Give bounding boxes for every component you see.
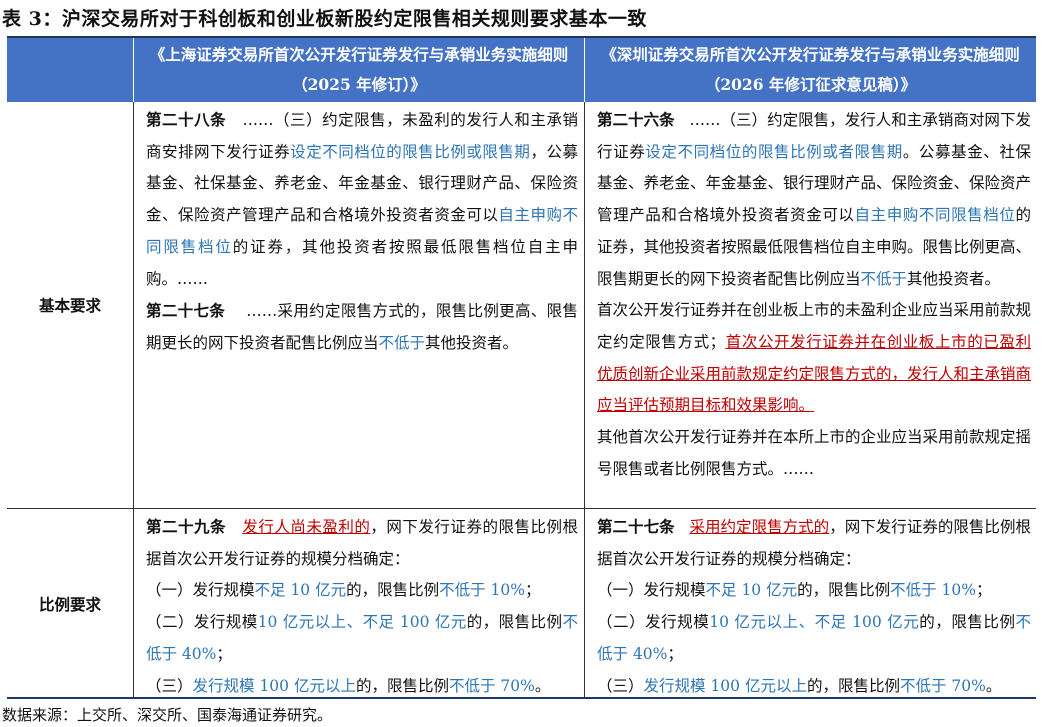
article-text: 的证券，其他投资者按照最低限售档位自主申购。…… <box>146 237 578 288</box>
row-label-ratio: 比例要求 <box>38 595 101 614</box>
blue-highlight: 不低于 40% <box>146 613 578 663</box>
blue-highlight: 自主申购不同限售档位 <box>854 206 1016 225</box>
sse-article-28: 第二十八条 ……（三）约定限售，未盈利的发行人和主承销商安排网下发行证券设定不同… <box>146 104 578 295</box>
sse-article-27: 第二十七条 ……采用约定限售方式的，限售比例更高、限售期更长的网下投资者配售比例… <box>146 295 578 359</box>
szse-paragraph-3: 其他首次公开发行证券并在本所上市的企业应当采用前款规定摇号限售或者比例限售方式。… <box>597 428 1032 478</box>
article-text: 其他投资者。 <box>425 333 519 352</box>
szse-article-27: 第二十七条 采用约定限售方式的，网下发行证券的限售比例根据首次公开发行证券的规模… <box>597 511 1031 575</box>
blue-highlight: 不低于 70% <box>448 676 535 695</box>
tier-1: （一）发行规模不足 10 亿元的，限售比例不低于 10%； <box>597 581 992 600</box>
table-title: 表 3：沪深交易所对于科创板和创业板新股约定限售相关规则要求基本一致 <box>2 8 647 30</box>
blue-highlight: 发行规模 100 亿元以上 <box>643 676 807 695</box>
article-text: 其他投资者。 <box>907 269 1001 288</box>
blue-highlight: 不低于 10% <box>890 581 976 600</box>
blue-highlight: 不低于 40% <box>597 613 1031 663</box>
blue-highlight: 不低于 10% <box>439 581 525 600</box>
blue-highlight: 不足 10 亿元 <box>254 581 347 600</box>
article-title: 第二十七条 <box>597 517 675 536</box>
blue-highlight: 不足 10 亿元 <box>705 581 798 600</box>
article-text: ，网下发行证券的限售比例根据首次公开发行证券的规模分档确定： <box>597 518 1031 568</box>
article-title: 第二十七条 <box>146 301 226 321</box>
article-text: 。公募基金、社保基金、养老金、年金基金、银行理财产品、保险资金、保险资产管理产品… <box>597 142 1032 225</box>
article-text: ，网下发行证券的限售比例根据首次公开发行证券的规模分档确定： <box>146 518 578 568</box>
row-label-basic: 基本要求 <box>38 296 101 315</box>
header-szse-rule: 《深圳证券交易所首次公开发行证券发行与承销业务实施细则（2026 年修订征求意见… <box>585 38 1036 102</box>
blue-highlight: 自主申购不同限售档位 <box>146 206 578 256</box>
tier-3: （三）发行规模 100 亿元以上的，限售比例不低于 70%。 <box>146 676 551 695</box>
tier-2: （二）发行规模10 亿元以上、不足 100 亿元的，限售比例不低于 40%； <box>146 613 578 663</box>
sse-basic-cell: 第二十八条 ……（三）约定限售，未盈利的发行人和主承销商安排网下发行证券设定不同… <box>146 104 578 360</box>
blue-highlight: 不低于 <box>378 333 426 352</box>
data-source-note: 数据来源：上交所、深交所、国泰海通证券研究。 <box>2 706 333 724</box>
header-blank-cell <box>7 38 133 102</box>
article-text: ……采用约定限售方式的，限售比例更高、限售期更长的网下投资者配售比例应当 <box>146 302 578 352</box>
szse-article-26: 第二十六条 ……（三）约定限售，发行人和主承销商对网下发行证券设定不同档位的限售… <box>597 104 1031 295</box>
row-divider <box>7 508 1036 509</box>
article-title: 第二十九条 <box>146 517 227 536</box>
blue-highlight: 不低于 70% <box>899 676 986 695</box>
tier-3: （三）发行规模 100 亿元以上的，限售比例不低于 70%。 <box>597 676 1002 695</box>
sse-article-29: 第二十九条 发行人尚未盈利的，网下发行证券的限售比例根据首次公开发行证券的规模分… <box>146 511 578 575</box>
blue-highlight: 10 亿元以上、不足 100 亿元 <box>709 613 920 632</box>
blue-highlight: 发行规模 100 亿元以上 <box>192 676 356 695</box>
tier-2: （二）发行规模10 亿元以上、不足 100 亿元的，限售比例不低于 40%； <box>597 613 1031 663</box>
blue-highlight: 10 亿元以上、不足 100 亿元 <box>257 613 467 632</box>
blue-highlight: 设定不同档位的限售比例或限售期 <box>290 142 531 161</box>
szse-ratio-cell: 第二十七条 采用约定限售方式的，网下发行证券的限售比例根据首次公开发行证券的规模… <box>597 511 1031 702</box>
red-highlight: 采用约定限售方式的 <box>689 518 830 536</box>
article-text: ……（三）约定限售，未盈利的发行人和主承销商安排网下发行证券 <box>146 111 578 161</box>
header-sse-rule: 《上海证券交易所首次公开发行证券发行与承销业务实施细则（2025 年修订）》 <box>134 38 584 102</box>
blue-highlight: 不低于 <box>860 269 908 288</box>
red-highlight: 首次公开发行证券并在创业板上市的已盈利优质创新企业采用前款规定约定限售方式的，发… <box>597 332 1032 415</box>
tier-1: （一）发行规模不足 10 亿元的，限售比例不低于 10%； <box>146 581 541 600</box>
article-text: ，公募基金、社保基金、养老金、年金基金、银行理财产品、保险资金、保险资产管理产品… <box>146 142 578 225</box>
column-divider <box>584 102 585 699</box>
column-divider <box>133 102 134 699</box>
red-highlight: 发行人尚未盈利的 <box>242 518 371 536</box>
article-title: 第二十六条 <box>597 110 675 129</box>
blue-highlight: 设定不同档位的限售比例或者限售期 <box>645 142 903 161</box>
szse-paragraph-2: 首次公开发行证券并在创业板上市的未盈利企业应当采用前款规定约定限售方式；首次公开… <box>597 295 1031 422</box>
szse-basic-cell: 第二十六条 ……（三）约定限售，发行人和主承销商对网下发行证券设定不同档位的限售… <box>597 104 1031 485</box>
article-title: 第二十八条 <box>146 110 227 129</box>
article-text: ……（三）约定限售，发行人和主承销商对网下发行证券 <box>597 111 1031 161</box>
article-text: 首次公开发行证券并在创业板上市的未盈利企业应当采用前款规定约定限售方式； <box>597 301 1032 351</box>
rules-table: 《上海证券交易所首次公开发行证券发行与承销业务实施细则（2025 年修订）》 《… <box>7 36 1036 699</box>
article-text: 的证券，其他投资者按照最低限售档位自主申购。限售比例更高、限售期更长的网下投资者… <box>597 206 1032 288</box>
sse-ratio-cell: 第二十九条 发行人尚未盈利的，网下发行证券的限售比例根据首次公开发行证券的规模分… <box>146 511 578 702</box>
